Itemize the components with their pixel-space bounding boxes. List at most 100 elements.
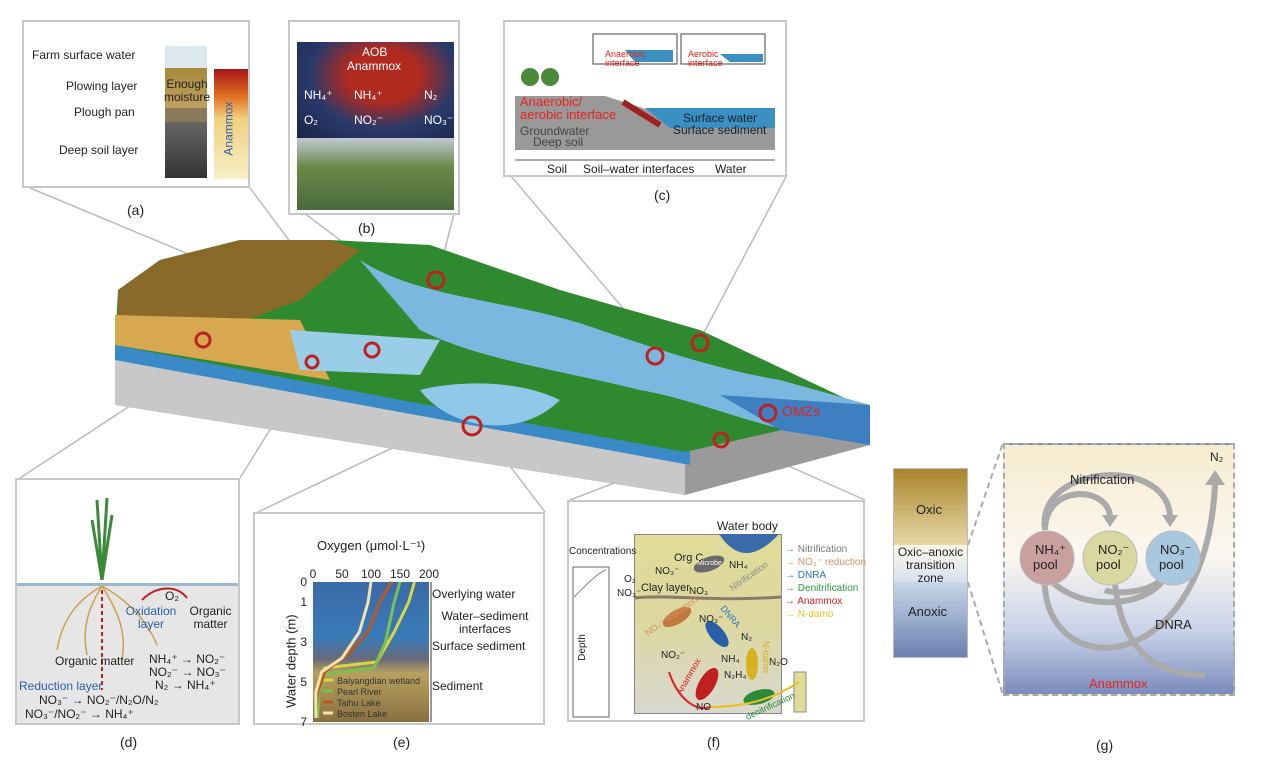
species-label: NO₃⁻ [617, 588, 642, 599]
panel-e-caption: (e) [393, 734, 411, 750]
no3-pool-label: NO₃⁻ [1160, 542, 1192, 557]
anoxic-label: Anoxic [908, 604, 948, 619]
plant-image [297, 138, 454, 210]
layer-label: Plowing layer [66, 79, 138, 93]
species-label: N₂O [769, 657, 788, 668]
pool-label: pool [1033, 557, 1058, 572]
transition-label: Oxic–anoxic transition zone [897, 545, 964, 586]
anammox-gradient [214, 69, 248, 179]
y-tick-label: 3 [300, 635, 307, 649]
species-label: NO₃⁻ [655, 566, 680, 577]
panel-c-caption: (c) [654, 187, 671, 203]
reaction: NO₂⁻ → NO₃⁻ [149, 665, 226, 679]
legend-label: N-damo [797, 609, 834, 620]
y-tick-label: 7 [300, 715, 307, 727]
legend-label: Baiyangdian wetland [337, 676, 420, 686]
legend-item: → Anammox [785, 596, 843, 607]
oxidation-layer-label: Oxidation layer [125, 604, 177, 632]
series-line [314, 581, 373, 718]
y-tick-label: 1 [300, 595, 307, 609]
species-label: N₂ [741, 632, 753, 643]
legend-label: Denitrification [797, 583, 859, 594]
x-tick-label: 100 [361, 567, 381, 581]
zone-label: Water–sediment interfaces [441, 609, 529, 637]
aob-label: AOB [362, 45, 388, 59]
species-label: O₂ [304, 113, 318, 127]
x-tick-label: 150 [390, 567, 410, 581]
no2-pool-label: NO₂⁻ [1098, 542, 1130, 557]
reduction-layer-label: Reduction layer [19, 679, 103, 693]
microbe-label: Microbe [697, 560, 722, 567]
species-label: NO₂⁻ [661, 650, 686, 661]
legend-item: → NO₃⁻ reduction [785, 557, 867, 568]
reaction: NO₃⁻/NO₂⁻ → NH₄⁺ [25, 707, 134, 721]
legend-label: Taihu Lake [337, 698, 381, 708]
panel-a: Farm surface water Plowing layer Plough … [22, 20, 250, 188]
soil-area [17, 583, 238, 723]
species-label: NH₄ [729, 560, 748, 571]
legend-item: → DNRA [785, 570, 827, 581]
pool-label: pool [1159, 557, 1184, 572]
oxic-label: Oxic [916, 502, 942, 517]
anammox-label: Anammox [1089, 676, 1148, 691]
clay-layer-label: Clay layer [641, 582, 690, 594]
species-label: Org C [674, 552, 704, 564]
legend-label: Pearl River [337, 687, 382, 697]
species-label: NH₄ [721, 654, 740, 665]
anammox-label: Anammox [347, 59, 402, 73]
panel-f-caption: (f) [707, 734, 721, 750]
zone-label: Overlying water [432, 587, 516, 601]
water-body-label: Water body [717, 519, 778, 533]
axis-label: Soil–water interfaces [583, 162, 695, 176]
anammox-label: Anammox [221, 101, 236, 156]
legend-item: → Nitrification [785, 544, 848, 555]
panel-b: AOB Anammox NH₄⁺ O₂ NH₄⁺ NO₂⁻ N₂ NO₃⁻ [288, 20, 460, 215]
legend-label: DNRA [797, 570, 827, 581]
dnra-label: DNRA [1155, 617, 1192, 632]
n-cycle-box: N₂ Nitrification NH₄⁺ pool NO₂⁻ pool NO₃… [1003, 443, 1235, 696]
reaction: NO₃⁻ → NO₂⁻/N₂O/N₂ [39, 693, 159, 707]
species-label: NH₄⁺ [304, 88, 333, 102]
o2-label: O₂ [165, 589, 179, 603]
anoxic-zone [894, 582, 967, 657]
moisture-label: Enough moisture [163, 77, 210, 105]
plough-pan [165, 108, 207, 122]
x-tick-label: 200 [419, 567, 439, 581]
nh4-pool-label: NH₄⁺ [1035, 542, 1066, 557]
species-label: NO₃ [689, 586, 709, 597]
axis-label: Water [715, 162, 747, 176]
panel-c: Anaerobic interface Aerobic interface An… [503, 20, 787, 177]
species-label: O₂ [624, 574, 636, 585]
pool-label: pool [1096, 557, 1121, 572]
deep-soil-label: Deep soil [533, 135, 584, 149]
panel-d-caption: (d) [120, 734, 138, 750]
species-label: NO₃⁻ [699, 614, 724, 625]
reaction: NH₄⁺ → NO₂⁻ [149, 652, 226, 666]
organic-matter-label: Organic matter [55, 654, 135, 668]
x-tick-label: 50 [335, 567, 349, 581]
legend-item: → Denitrification [785, 583, 859, 594]
inset-label: Anaerobic interface [605, 49, 646, 68]
transition-zone [894, 545, 967, 582]
species-label: NO [696, 702, 711, 713]
y-tick-label: 0 [300, 575, 307, 589]
depth-label: Depth [576, 634, 588, 661]
panel-d: O₂ Oxidation layer Organic matter Organi… [15, 478, 240, 725]
deep-soil [165, 122, 207, 178]
x-tick-label: 0 [310, 567, 317, 581]
location-markers [194, 270, 778, 449]
species-label: N₂ [424, 88, 438, 102]
layer-label: Plough pan [74, 105, 135, 119]
surface-water-label: Surface water [683, 111, 758, 125]
omzs-label: OMZs [782, 403, 821, 419]
legend-label: Bosten Lake [337, 709, 387, 719]
groundwater-label: Groundwater [520, 124, 590, 138]
n2-label: N₂ [1210, 450, 1224, 464]
panel-a-caption: (a) [127, 202, 145, 218]
legend-item: → N-damo [785, 609, 834, 620]
process-label: N-damo [760, 640, 771, 673]
panel-g-caption: (g) [1096, 737, 1114, 753]
